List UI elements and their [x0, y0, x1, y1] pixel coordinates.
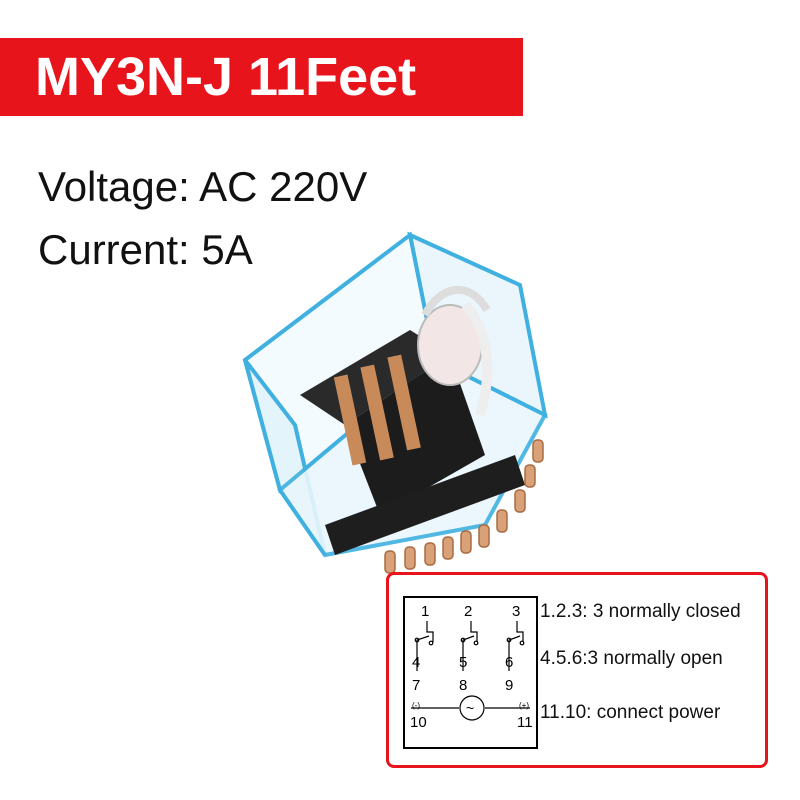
- pin-10-label: 10: [410, 714, 427, 731]
- pin-1-label: 1: [421, 603, 429, 620]
- relay-product-image: [242, 231, 548, 574]
- pin-3-label: 3: [512, 603, 520, 620]
- pin-7-label: 7: [412, 677, 420, 694]
- current-spec: Current: 5A: [38, 226, 253, 273]
- pin-11-label: 11: [517, 714, 533, 731]
- relay-schematic: 1 2 3 4 5 6 7 8 9 10 11 (-) (+): [403, 596, 538, 749]
- legend-normally-open: 4.5.6:3 normally open: [540, 648, 723, 669]
- pin-8-label: 8: [459, 677, 467, 694]
- contact-symbols: [411, 621, 530, 721]
- product-title-banner: MY3N-J 11Feet: [0, 38, 523, 116]
- legend-normally-closed: 1.2.3: 3 normally closed: [540, 601, 741, 622]
- voltage-spec: Voltage: AC 220V: [38, 163, 368, 210]
- pin-diagram-panel: 1 2 3 4 5 6 7 8 9 10 11 (-) (+): [386, 572, 768, 768]
- pin-4-label: 4: [412, 654, 420, 671]
- pin-2-label: 2: [464, 603, 472, 620]
- plus-polarity-label: (+): [519, 701, 529, 710]
- pin-9-label: 9: [505, 677, 513, 694]
- legend-connect-power: 11.10: connect power: [540, 702, 721, 723]
- coil-symbol: ~: [466, 700, 474, 716]
- minus-polarity-label: (-): [412, 701, 420, 710]
